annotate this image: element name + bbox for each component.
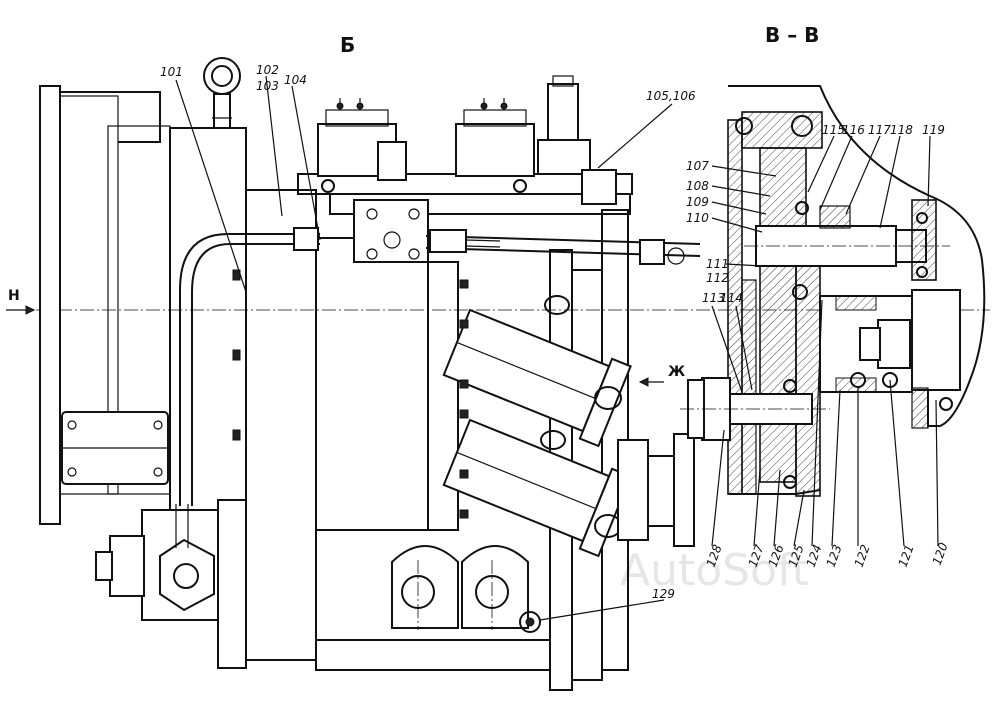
- svg-text:116: 116: [842, 123, 865, 137]
- svg-text:120: 120: [930, 540, 951, 567]
- svg-text:112: 112: [706, 271, 729, 285]
- main-view: [39, 57, 701, 691]
- callout-110: 110: [686, 211, 763, 233]
- callout-116: 116: [819, 123, 865, 211]
- callout-123: 123: [824, 389, 845, 569]
- svg-text:117: 117: [868, 123, 891, 137]
- callout-101: 101: [160, 65, 247, 293]
- svg-text:113: 113: [702, 291, 725, 305]
- svg-text:107: 107: [686, 159, 709, 173]
- callout-109: 109: [686, 195, 767, 215]
- callout-107: 107: [686, 159, 777, 177]
- svg-text:129: 129: [652, 587, 675, 601]
- svg-text:102: 102: [256, 63, 279, 77]
- svg-text:110: 110: [686, 211, 709, 225]
- callout-119: 119: [922, 123, 945, 207]
- callout-113: 113: [702, 291, 743, 393]
- svg-text:121: 121: [896, 543, 917, 569]
- view-title-b: Б: [340, 33, 355, 57]
- callout-102: 102: [256, 63, 283, 217]
- callout-111: 111: [706, 257, 763, 271]
- callout-104: 104: [284, 73, 321, 241]
- svg-text:101: 101: [160, 65, 183, 79]
- svg-text:Н: Н: [8, 288, 20, 304]
- svg-text:103: 103: [256, 79, 279, 93]
- svg-text:118: 118: [890, 123, 913, 137]
- callout-117: 117: [845, 123, 891, 215]
- svg-text:Ж: Ж: [668, 364, 685, 380]
- callout-112: 112: [706, 271, 729, 285]
- callout-108: 108: [686, 179, 771, 197]
- callout-115: 115: [807, 123, 845, 193]
- callout-103: 103: [256, 79, 279, 93]
- watermark: AutoSoft: [620, 545, 809, 596]
- svg-text:123: 123: [824, 543, 845, 569]
- svg-text:105,106: 105,106: [646, 89, 696, 103]
- section-view: [680, 85, 986, 497]
- svg-text:119: 119: [922, 123, 945, 137]
- svg-text:111: 111: [706, 257, 729, 271]
- svg-text:122: 122: [852, 543, 873, 569]
- callout-114: 114: [720, 291, 753, 391]
- callout-122: 122: [852, 386, 873, 569]
- svg-text:114: 114: [720, 291, 743, 305]
- view-title-vv: В – В: [765, 23, 819, 47]
- svg-text:115: 115: [822, 123, 845, 137]
- direction-marker-zh: Ж: [638, 364, 685, 387]
- direction-marker-h: Н: [6, 288, 36, 315]
- svg-text:104: 104: [284, 73, 307, 87]
- svg-text:108: 108: [686, 179, 709, 193]
- callout-105-106: 105,106: [597, 89, 696, 169]
- callout-129: 129: [539, 587, 675, 621]
- svg-text:109: 109: [686, 195, 709, 209]
- callout-118: 118: [879, 123, 913, 229]
